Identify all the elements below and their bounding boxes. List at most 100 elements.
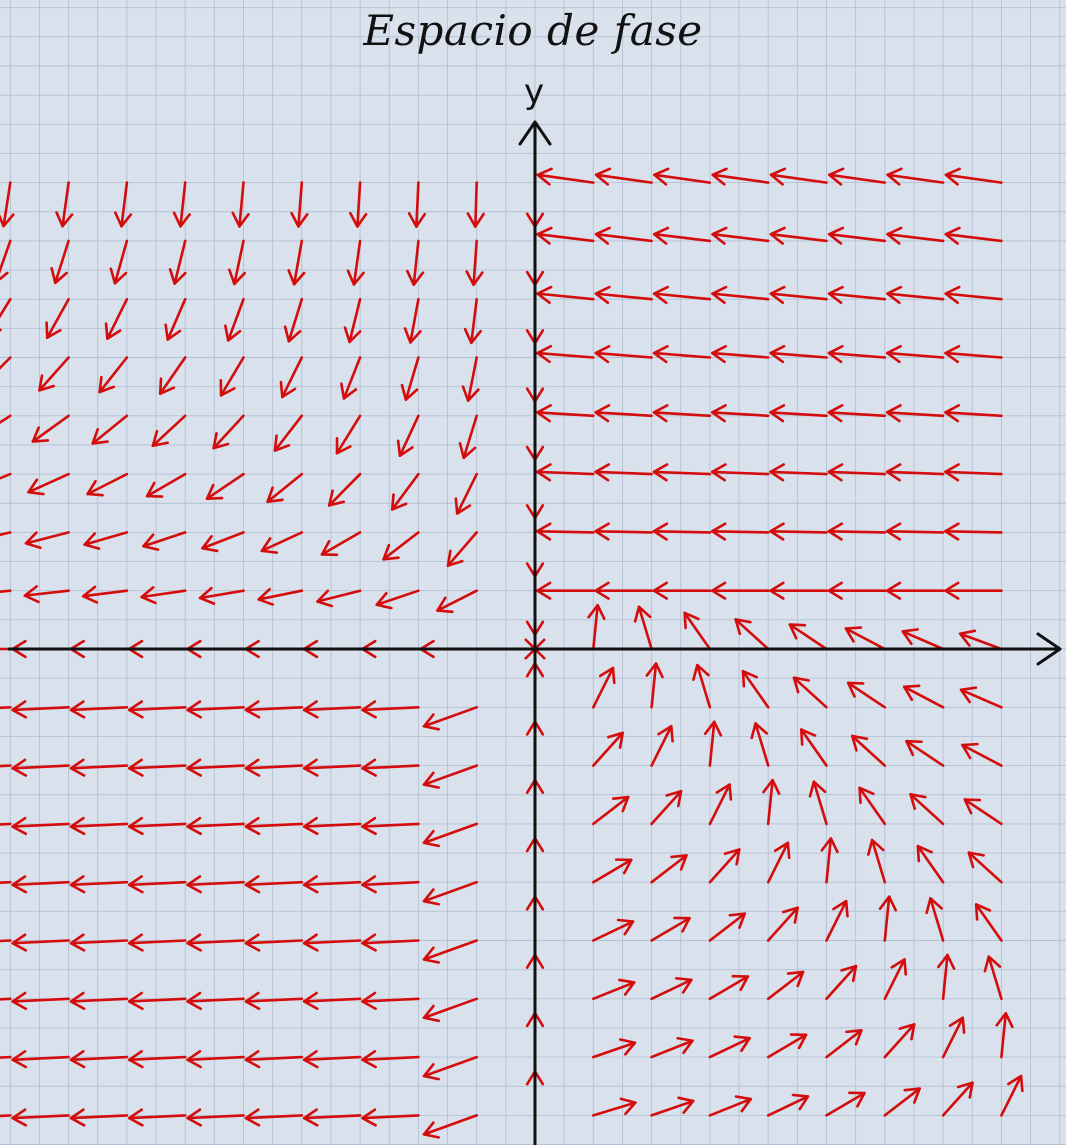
arrow-head	[302, 758, 319, 777]
arrow-head	[711, 285, 728, 305]
arrow-shaft	[257, 589, 304, 601]
arrow-shaft	[594, 351, 653, 359]
arrow-head	[728, 912, 747, 929]
arrow-head	[244, 991, 261, 1011]
field-arrow	[653, 167, 712, 186]
field-arrow	[652, 463, 712, 482]
arrow-shaft	[929, 897, 945, 942]
arrow-shaft	[226, 297, 245, 342]
field-arrow	[995, 1012, 1014, 1059]
field-arrow	[0, 181, 15, 228]
arrow-head	[944, 226, 961, 245]
arrow-shaft	[23, 589, 70, 597]
arrow-shaft	[711, 292, 770, 301]
field-arrow	[127, 700, 187, 719]
field-arrow	[711, 285, 770, 305]
arrow-shaft	[69, 1055, 129, 1062]
arrow-head	[594, 581, 610, 600]
arrow-shaft	[0, 589, 12, 594]
field-arrow	[11, 700, 70, 719]
arrow-head	[652, 463, 669, 482]
field-arrow	[0, 356, 12, 370]
arrow-head	[361, 933, 377, 952]
arrow-shaft	[186, 705, 245, 712]
arrow-shaft	[140, 589, 187, 599]
arrow-head	[0, 328, 2, 332]
arrow-shaft	[127, 997, 187, 1003]
field-arrow	[594, 344, 653, 364]
arrow-head	[983, 955, 1002, 973]
field-arrow	[594, 522, 653, 541]
arrow-head	[81, 585, 99, 604]
arrow-shaft	[98, 356, 129, 394]
arrow-head	[302, 991, 319, 1011]
arrow-head	[715, 783, 733, 801]
field-arrow	[422, 880, 479, 906]
arrow-shaft	[987, 955, 1003, 1001]
arrow-shaft	[422, 939, 479, 961]
arrow-head	[343, 326, 362, 344]
arrow-head	[361, 875, 377, 894]
arrow-head	[436, 596, 454, 614]
arrow-shaft	[302, 1114, 362, 1120]
arrow-shaft	[302, 880, 362, 887]
arrow-head	[733, 1035, 751, 1053]
arrow-shaft	[941, 1016, 965, 1059]
arrow-head	[27, 478, 45, 496]
arrow-head	[127, 758, 144, 777]
arrow-shaft	[352, 239, 362, 286]
arrow-head	[769, 522, 785, 541]
field-arrow	[792, 676, 828, 709]
field-arrow	[186, 758, 245, 777]
arrow-head	[461, 385, 480, 402]
arrow-shaft	[536, 411, 595, 418]
field-arrow	[827, 285, 887, 305]
arrow-shaft	[652, 351, 712, 359]
arrow-head	[827, 581, 843, 600]
field-arrow	[0, 705, 12, 710]
arrow-shaft	[302, 822, 362, 828]
arrow-shaft	[944, 351, 1003, 359]
arrow-head	[675, 977, 693, 994]
arrow-head	[850, 734, 869, 752]
arrow-shaft	[244, 880, 304, 887]
field-arrow	[69, 1108, 129, 1127]
field-arrow	[652, 285, 712, 305]
field-arrow	[536, 522, 595, 541]
arrow-shaft	[302, 764, 362, 770]
arrow-shaft	[127, 939, 187, 945]
arrow-head	[710, 581, 727, 600]
field-arrow	[766, 841, 791, 884]
arrow-shaft	[205, 472, 245, 501]
field-arrow	[279, 356, 304, 399]
field-arrow	[403, 297, 422, 344]
field-arrow	[361, 991, 420, 1011]
arrow-head	[346, 269, 365, 286]
arrow-head	[127, 1050, 144, 1069]
arrow-head	[400, 383, 419, 401]
arrow-shaft	[967, 851, 1003, 884]
arrow-shaft	[69, 880, 129, 887]
arrow-shaft	[316, 589, 362, 603]
field-arrow	[465, 239, 484, 287]
arrow-shaft	[591, 666, 615, 709]
arrow-head	[224, 324, 242, 342]
field-arrow	[909, 793, 945, 826]
field-arrow	[708, 912, 747, 942]
arrow-shaft	[151, 414, 187, 447]
field-arrow	[902, 684, 945, 709]
arrow-head	[390, 493, 408, 511]
arrow-shaft	[870, 838, 887, 884]
field-arrow	[828, 167, 887, 186]
field-arrow	[69, 991, 129, 1011]
figure-title: Espacio de fase	[363, 6, 703, 55]
arrow-shaft	[409, 297, 420, 344]
arrow-head	[618, 1038, 637, 1056]
field-arrow	[50, 239, 70, 285]
arrow-head	[186, 991, 203, 1011]
field-arrow	[941, 1081, 974, 1117]
arrow-head	[127, 875, 144, 894]
field-arrow	[535, 581, 595, 600]
field-arrow	[244, 933, 304, 952]
